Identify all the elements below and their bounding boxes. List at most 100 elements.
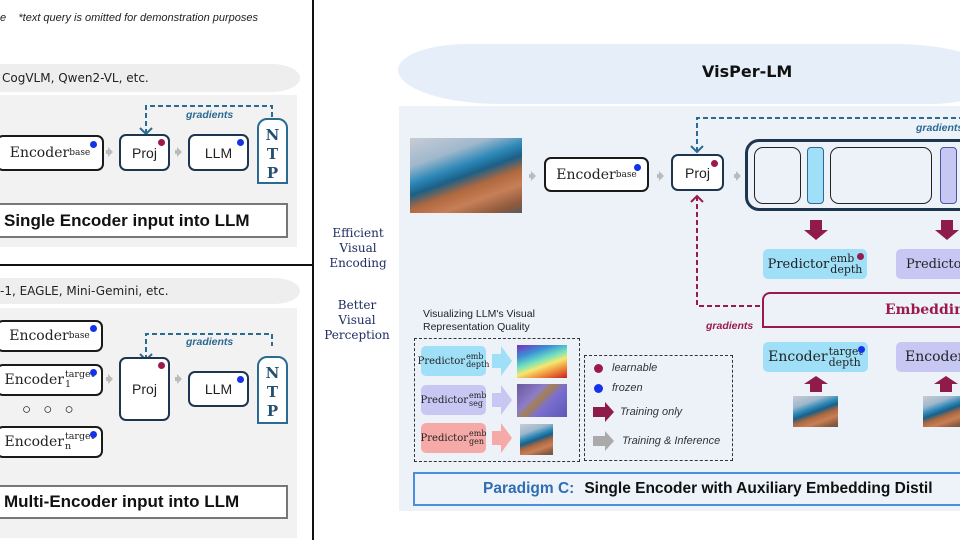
- legend-box: [584, 355, 733, 461]
- encoder-label: Encoder: [905, 349, 960, 365]
- visualizing-title-line: Representation Quality: [423, 321, 530, 333]
- depth-token: [807, 147, 824, 204]
- encoder-sub: n: [64, 441, 72, 452]
- predictor-sub: gen: [469, 437, 485, 446]
- label-line: Visual: [338, 313, 376, 327]
- encoder-ellipsis: ○ ○ ○: [22, 401, 78, 418]
- ntp-t: T: [266, 145, 279, 163]
- predictor-label: Predictor: [420, 432, 468, 444]
- note-body: *text query is omitted for demonstration…: [18, 12, 259, 24]
- legend-learnable: learnable: [612, 362, 658, 374]
- predictor-label: Predictor: [767, 256, 830, 272]
- paradigm-a-gradients-label: gradients: [186, 109, 234, 121]
- visualizing-box: [414, 338, 580, 462]
- paradigm-a-llm: LLM: [188, 134, 249, 171]
- visualizing-title: Visualizing LLM's Visual Representation …: [423, 308, 535, 334]
- label-line: Encoding: [329, 256, 387, 270]
- note-prefix: e: [0, 12, 7, 24]
- predictor-sub: seg: [469, 399, 483, 408]
- proj-label: Proj: [132, 381, 157, 397]
- vispper-title: VisPer-LM: [702, 62, 793, 81]
- encoder-label: Encoder: [4, 372, 64, 388]
- predictor-label: Predictor: [906, 256, 960, 272]
- proj-label: Proj: [132, 144, 157, 161]
- learnable-dot-icon: [158, 362, 165, 369]
- frozen-dot-icon: [90, 325, 97, 332]
- legend-training-inference: Training & Inference: [622, 435, 721, 447]
- learnable-dot-icon: [857, 253, 864, 260]
- legend-frozen: frozen: [612, 382, 643, 394]
- paradigm-a-example-banner: [0, 64, 300, 92]
- token-group: [830, 147, 932, 204]
- paradigm-b-gradients-label: gradients: [186, 336, 234, 348]
- paradigm-a-caption: Single Encoder input into LLM: [0, 203, 288, 238]
- frozen-dot-icon: [858, 346, 865, 353]
- frozen-dot-icon: [237, 376, 244, 383]
- encoder-sup: target: [828, 345, 863, 358]
- predictor-label: Predictor: [420, 394, 468, 406]
- paradigm-b-example-banner: [0, 278, 300, 304]
- embedding-label: Embedding: [885, 302, 960, 318]
- visualizing-title-line: Visualizing LLM's Visual: [423, 308, 535, 320]
- encoder-label: Encoder: [768, 349, 828, 365]
- segmentation-image: [517, 384, 567, 417]
- encoder-target-seg: Encoderts: [896, 342, 960, 372]
- frozen-dot-icon: [90, 431, 97, 438]
- frozen-dot-icon: [237, 139, 244, 146]
- depth-map-image: [517, 345, 567, 378]
- target-input-image-depth: [793, 396, 838, 427]
- paradigm-a-gradient-path: [106, 105, 273, 157]
- paradigm-c-caption: Paradigm C: Single Encoder with Auxiliar…: [413, 472, 960, 506]
- encoder-sup: target: [64, 369, 95, 380]
- training-inference-arrow-icon: [593, 431, 614, 451]
- paradigm-a-proj: Proj: [119, 134, 170, 171]
- ntp-n: N: [265, 364, 280, 382]
- caption-text: Single Encoder input into LLM: [4, 210, 250, 230]
- column-divider: [312, 0, 314, 540]
- encoder-label: Encoder: [556, 166, 616, 183]
- paradigm-a-ntp: N T P: [257, 118, 288, 184]
- caption-text: Multi-Encoder input into LLM: [4, 492, 240, 511]
- training-only-arrow-icon: [593, 402, 614, 422]
- predictor-sup: emb: [469, 391, 487, 400]
- note-text: e *text query is omitted for demonstrati…: [0, 12, 258, 24]
- embedding-loss-box: [762, 292, 960, 328]
- predictor-sup: emb: [830, 252, 855, 265]
- paradigm-b-llm: LLM: [188, 371, 249, 407]
- input-car-image: [410, 138, 522, 213]
- frozen-dot-icon: [90, 141, 97, 148]
- target-input-image-seg: [923, 396, 960, 427]
- learnable-dot-icon: [158, 139, 165, 146]
- learnable-dot-icon: [711, 160, 718, 167]
- encoder-label: Encoder: [4, 434, 64, 450]
- efficient-visual-encoding-label: Efficient Visual Encoding: [318, 226, 398, 271]
- paradigm-c-label: Paradigm C:: [483, 480, 575, 497]
- encoder-label: Encoder: [9, 328, 69, 344]
- paradigm-a-examples: CogVLM, Qwen2-VL, etc.: [2, 71, 149, 85]
- predictor-sup: emb: [466, 352, 484, 361]
- encoder-sub: 1: [64, 379, 71, 390]
- legend-training-only: Training only: [620, 406, 683, 418]
- predictor-sub: depth: [466, 360, 490, 369]
- paradigm-b-ntp: N T P: [257, 356, 288, 424]
- better-visual-perception-label: Better Visual Perception: [317, 298, 397, 343]
- predictor-label: Predictor: [417, 355, 466, 367]
- paradigm-b-proj: Proj: [119, 357, 170, 421]
- label-line: Better: [337, 298, 377, 312]
- encoder-label: Encoder: [9, 145, 70, 161]
- label-line: Perception: [324, 328, 390, 342]
- frozen-legend-icon: [594, 384, 603, 393]
- label-line: Visual: [339, 241, 377, 255]
- predictor-seg: Predictor: [896, 249, 960, 279]
